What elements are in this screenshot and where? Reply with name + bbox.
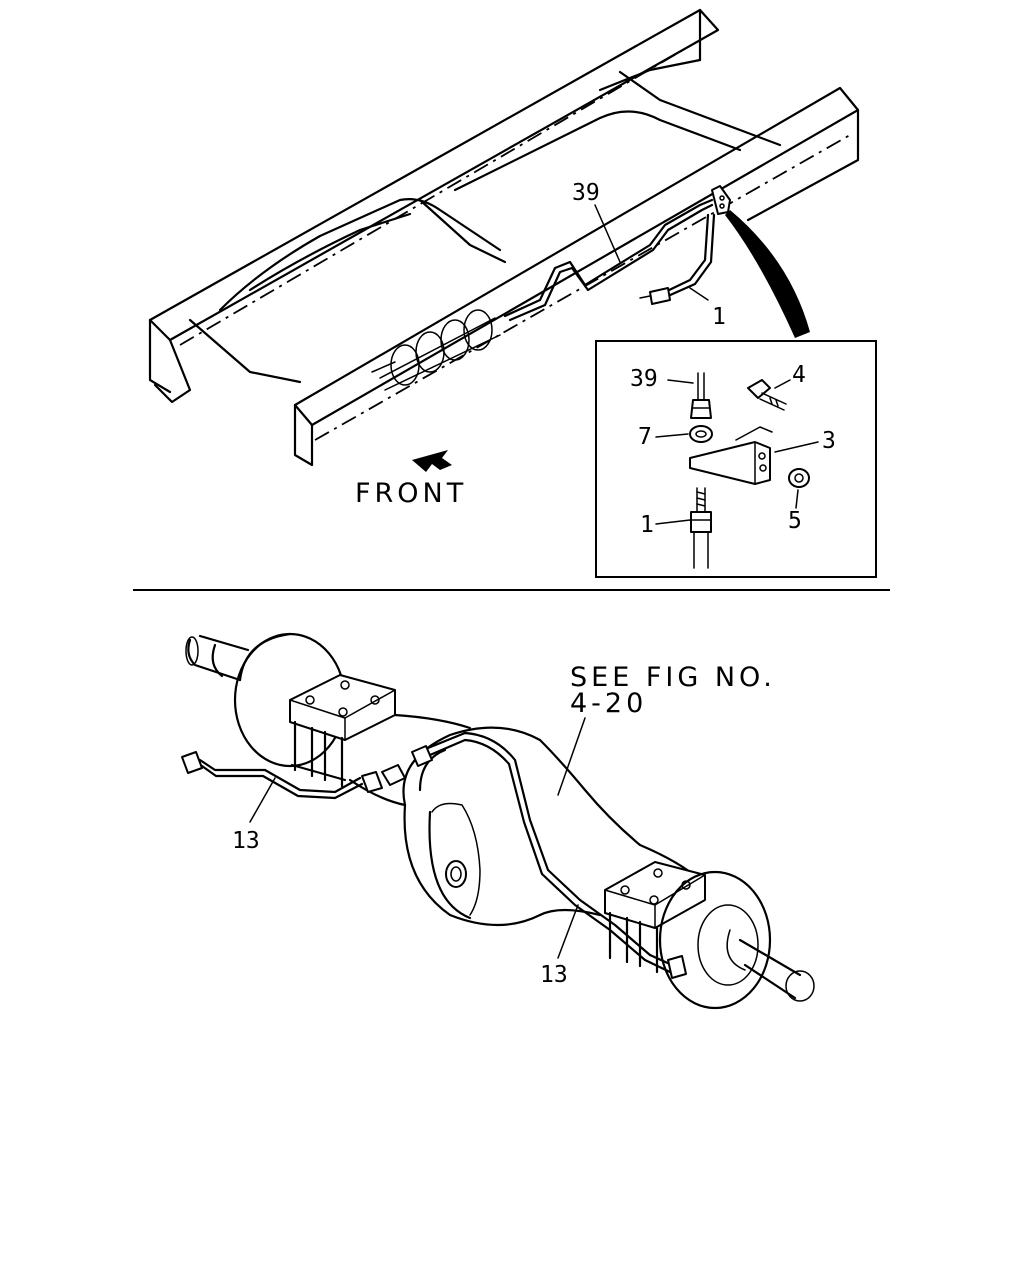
brake-pipe-13-right xyxy=(411,731,687,979)
label-3-detail: 3 xyxy=(822,428,836,454)
leader-13-left xyxy=(249,777,276,823)
detail-nut-7 xyxy=(689,425,713,443)
drive-shaft xyxy=(371,309,501,391)
detail-hose-1 xyxy=(690,487,712,569)
detail-bolt-4 xyxy=(747,379,787,411)
label-5-detail: 5 xyxy=(788,508,802,534)
leader-4-detail xyxy=(774,379,791,389)
label-13-left: 13 xyxy=(232,828,260,854)
leader-3-detail xyxy=(774,441,819,453)
front-label: FRONT xyxy=(355,478,467,509)
front-arrow-icon xyxy=(412,450,452,472)
see-fig-label: SEE FIG NO. xyxy=(570,662,776,693)
label-1-top: 1 xyxy=(712,304,726,330)
leader-13-right xyxy=(557,904,579,959)
brake-pipe-13-left xyxy=(181,751,406,800)
see-fig-number: 4-20 xyxy=(570,688,647,719)
label-7-detail: 7 xyxy=(638,424,652,450)
label-39-top: 39 xyxy=(572,180,600,206)
callout-pointer xyxy=(725,210,810,338)
leader-1-detail xyxy=(655,519,691,525)
leader-1-top xyxy=(689,287,709,301)
leader-5-detail xyxy=(795,489,799,509)
detail-pipe-39 xyxy=(690,372,712,419)
label-39-detail: 39 xyxy=(630,366,658,392)
leader-39-detail xyxy=(667,379,694,384)
leader-7-detail xyxy=(655,433,689,438)
bracket-top xyxy=(711,185,731,215)
label-1-detail: 1 xyxy=(640,512,654,538)
label-4-detail: 4 xyxy=(792,362,806,388)
leader-39-top xyxy=(594,204,621,263)
detail-box: 39 4 7 3 1 5 xyxy=(595,340,877,578)
brake-hose-1 xyxy=(639,213,716,305)
detail-nut-5 xyxy=(788,468,810,488)
leader-see-fig xyxy=(557,717,586,796)
detail-bracket-3 xyxy=(689,426,773,485)
label-13-right: 13 xyxy=(540,962,568,988)
chassis-frame xyxy=(148,8,860,467)
brake-pipe-39 xyxy=(503,198,714,322)
